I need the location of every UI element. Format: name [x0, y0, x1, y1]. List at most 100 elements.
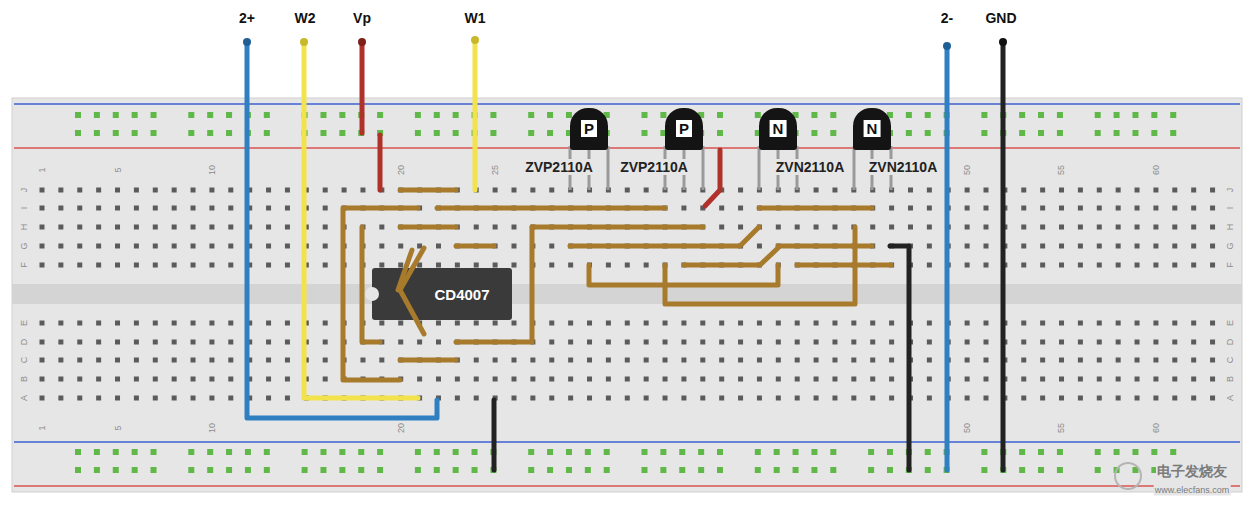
breadboard-hole [681, 206, 686, 211]
grid-index: F [19, 261, 30, 269]
breadboard-hole [228, 396, 233, 401]
rail-hole [981, 112, 987, 118]
grid-index: 50 [962, 164, 973, 176]
rail-hole [1132, 130, 1138, 136]
rail-hole [1038, 467, 1044, 473]
rail-hole [132, 112, 138, 118]
breadboard-hole [587, 377, 592, 382]
breadboard-hole [889, 396, 894, 401]
breadboard-hole [1116, 396, 1121, 401]
breadboard-hole [191, 206, 196, 211]
breadboard-hole [1078, 321, 1083, 326]
breadboard-hole [58, 206, 63, 211]
breadboard-hole [134, 244, 139, 249]
breadboard-hole [40, 321, 45, 326]
breadboard-hole [474, 263, 479, 268]
breadboard-hole [1172, 225, 1177, 230]
rail-hole [604, 449, 610, 455]
chip-label: CD4007 [434, 286, 489, 303]
breadboard-hole [549, 396, 554, 401]
breadboard-hole [323, 225, 328, 230]
breadboard-hole [700, 321, 705, 326]
breadboard-hole [1040, 340, 1045, 345]
breadboard-hole [965, 206, 970, 211]
breadboard-hole [663, 396, 668, 401]
breadboard-hole [984, 225, 989, 230]
rail-hole [472, 467, 478, 473]
breadboard-hole [153, 188, 158, 193]
breadboard-hole [134, 225, 139, 230]
watermark: 电子发烧友 [1156, 463, 1228, 479]
breadboard-hole [700, 377, 705, 382]
breadboard-hole [1210, 377, 1215, 382]
breadboard-hole [984, 358, 989, 363]
breadboard-hole [1021, 263, 1026, 268]
rail-hole [113, 449, 119, 455]
breadboard-hole [228, 263, 233, 268]
breadboard-hole [1021, 206, 1026, 211]
breadboard-hole [512, 188, 517, 193]
breadboard-hole [1059, 206, 1064, 211]
breadboard-hole [1040, 358, 1045, 363]
breadboard-hole [172, 340, 177, 345]
breadboard-hole [1153, 377, 1158, 382]
breadboard-hole [96, 244, 101, 249]
breadboard-hole [134, 188, 139, 193]
breadboard-hole [568, 321, 573, 326]
grid-index: E [1225, 319, 1236, 327]
rail-hole [1114, 112, 1120, 118]
breadboard-hole [96, 188, 101, 193]
breadboard-hole [870, 396, 875, 401]
breadboard-hole [398, 263, 403, 268]
transistor-body: PZVP2110A [665, 108, 703, 150]
breadboard-hole [1059, 396, 1064, 401]
breadboard-hole [266, 225, 271, 230]
breadboard-hole [191, 396, 196, 401]
breadboard-hole [172, 358, 177, 363]
breadboard-hole [115, 188, 120, 193]
breadboard-hole [1210, 225, 1215, 230]
breadboard-hole [1078, 340, 1083, 345]
rail-hole [604, 467, 610, 473]
breadboard-hole [663, 340, 668, 345]
grid-index: A [1225, 394, 1236, 402]
breadboard-hole [191, 358, 196, 363]
breadboard-hole [1116, 263, 1121, 268]
breadboard-hole [1097, 225, 1102, 230]
signal-name: 2+ [238, 10, 256, 26]
rail-hole [415, 467, 421, 473]
grid-index: 25 [490, 164, 501, 176]
breadboard-hole [1059, 321, 1064, 326]
rail-hole [981, 449, 987, 455]
breadboard-hole [814, 340, 819, 345]
rail-hole [245, 449, 251, 455]
breadboard-hole [795, 358, 800, 363]
breadboard-hole [1059, 358, 1064, 363]
grid-index: G [1225, 241, 1236, 250]
breadboard-hole [1172, 244, 1177, 249]
breadboard-hole [191, 340, 196, 345]
rail-hole [377, 112, 383, 118]
rail-hole [94, 112, 100, 118]
breadboard-hole [568, 263, 573, 268]
grid-index: J [1225, 187, 1236, 194]
breadboard-hole [40, 358, 45, 363]
breadboard-hole [266, 244, 271, 249]
breadboard-hole [606, 396, 611, 401]
breadboard-hole [965, 396, 970, 401]
rail-hole [113, 130, 119, 136]
breadboard-hole [738, 340, 743, 345]
breadboard-hole [96, 396, 101, 401]
rail-hole [925, 449, 931, 455]
rail-hole [75, 112, 81, 118]
breadboard-hole [40, 206, 45, 211]
breadboard-hole [965, 244, 970, 249]
rail-hole [547, 112, 553, 118]
breadboard-hole [814, 225, 819, 230]
breadboard-hole [568, 358, 573, 363]
breadboard-hole [625, 321, 630, 326]
breadboard-hole [1210, 321, 1215, 326]
breadboard-hole [965, 358, 970, 363]
rail-hole [566, 467, 572, 473]
grid-index: B [19, 375, 30, 383]
